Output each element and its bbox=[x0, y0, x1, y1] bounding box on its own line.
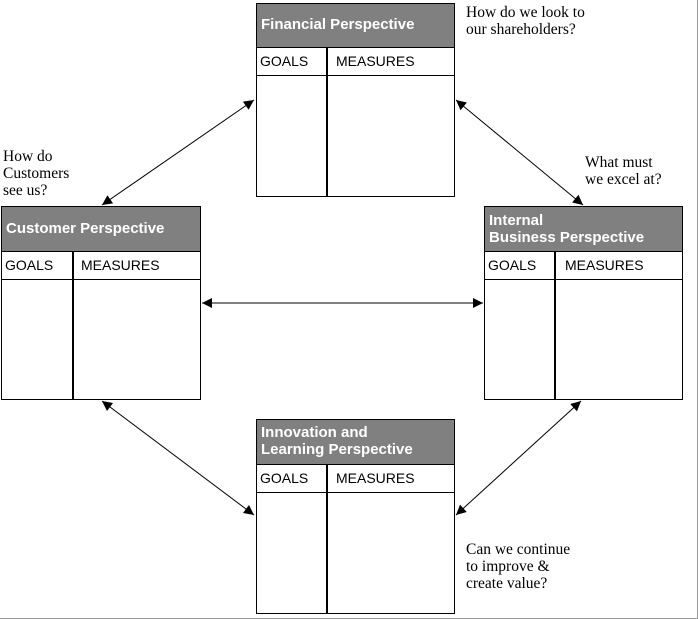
financial-column-headers: GOALS MEASURES bbox=[257, 48, 454, 76]
internal-question: What must we excel at? bbox=[585, 154, 662, 188]
customer-measures-header: MEASURES bbox=[81, 257, 160, 273]
innovation-learning-perspective-box: Innovation and Learning Perspective GOAL… bbox=[256, 419, 455, 614]
innovation-learning-perspective-title: Innovation and Learning Perspective bbox=[257, 420, 454, 465]
financial-column-divider bbox=[326, 48, 328, 196]
internal-business-perspective-box: Internal Business Perspective GOALS MEAS… bbox=[484, 206, 683, 400]
customer-perspective-title: Customer Perspective bbox=[2, 207, 200, 252]
internal-goals-header: GOALS bbox=[488, 257, 537, 273]
customer-goals-header: GOALS bbox=[5, 257, 54, 273]
financial-question: How do we look to our shareholders? bbox=[466, 4, 585, 38]
internal-business-perspective-title: Internal Business Perspective bbox=[485, 207, 682, 252]
innovation-measures-header: MEASURES bbox=[336, 470, 415, 486]
financial-perspective-box: Financial Perspective GOALS MEASURES bbox=[256, 3, 455, 197]
customer-question: How do Customers see us? bbox=[3, 148, 70, 199]
arrow-customer-innovation bbox=[101, 400, 255, 516]
arrow-financial-internal bbox=[455, 99, 584, 206]
innovation-column-headers: GOALS MEASURES bbox=[257, 465, 454, 493]
arrow-internal-innovation bbox=[455, 400, 582, 516]
financial-perspective-title: Financial Perspective bbox=[257, 4, 454, 48]
customer-perspective-box: Customer Perspective GOALS MEASURES bbox=[1, 206, 201, 400]
customer-column-divider bbox=[72, 252, 74, 399]
innovation-goals-header: GOALS bbox=[260, 470, 309, 486]
internal-measures-header: MEASURES bbox=[565, 257, 644, 273]
arrow-financial-customer bbox=[101, 99, 255, 206]
internal-column-divider bbox=[554, 252, 556, 399]
customer-column-headers: GOALS MEASURES bbox=[2, 252, 200, 280]
innovation-question: Can we continue to improve & create valu… bbox=[466, 541, 571, 592]
innovation-column-divider bbox=[326, 465, 328, 613]
financial-goals-header: GOALS bbox=[260, 53, 309, 69]
internal-column-headers: GOALS MEASURES bbox=[485, 252, 682, 280]
financial-measures-header: MEASURES bbox=[336, 53, 415, 69]
